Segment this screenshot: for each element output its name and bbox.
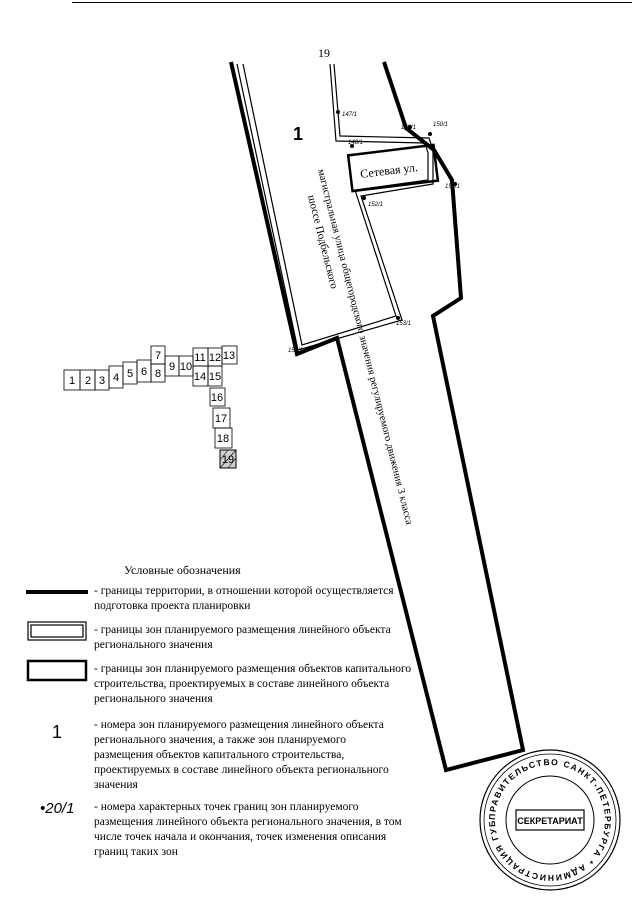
setevaya-street-box	[346, 143, 440, 193]
point-label-153-1: 153/1	[396, 321, 411, 327]
point-label-150-1: 150/1	[433, 122, 448, 128]
sheet-label-19: 19	[222, 454, 234, 466]
point-148-1	[350, 144, 354, 148]
sheet-label-5: 5	[127, 368, 133, 380]
sheet-label-14: 14	[194, 371, 206, 383]
sheet-label-8: 8	[155, 368, 161, 380]
sheet-label-15: 15	[209, 371, 221, 383]
legend-symbol-point: •20/1	[40, 800, 75, 817]
point-150-1	[428, 132, 432, 136]
sheet-label-16: 16	[211, 392, 223, 404]
sheet-number: 19	[318, 46, 330, 60]
point-label-148-1: 148/1	[348, 140, 363, 146]
legend-item-1-text: - границы территории, в отношении которо…	[94, 585, 394, 612]
highlighted-sheet	[219, 449, 237, 469]
sheet-label-1: 1	[69, 375, 75, 387]
sheet-label-6: 6	[141, 366, 147, 378]
point-153-1	[396, 316, 400, 320]
point-149-1	[408, 125, 412, 129]
sheet-label-17: 17	[215, 413, 227, 425]
legend-item-3-text: - границы зон планируемого размещения об…	[94, 663, 412, 705]
point-152-1	[362, 196, 366, 200]
legend-title: Условные обозначения	[124, 563, 241, 577]
street-label: Сетевая ул.	[359, 160, 418, 181]
sheet-label-7: 7	[155, 350, 161, 362]
sheet-label-18: 18	[217, 433, 229, 445]
point-label-151-1: 151/1	[445, 184, 460, 190]
sheet-label-10: 10	[180, 361, 192, 373]
legend-symbols	[26, 590, 88, 682]
linear-object-zone	[236, 63, 434, 351]
sheet-label-3: 3	[99, 375, 105, 387]
legend-symbol-thick-rect	[26, 659, 88, 682]
sheet-label-4: 4	[113, 372, 119, 384]
legend-item-2-text: - границы зон планируемого размещения ли…	[94, 624, 391, 651]
stamp-center-text: СЕКРЕТАРИАТ	[517, 816, 583, 826]
point-label-147-1: 147/1	[342, 112, 357, 118]
characteristic-points	[294, 110, 457, 352]
point-151-1	[453, 182, 457, 186]
sheet-label-9: 9	[169, 361, 175, 373]
legend-item-5-text: - номера характерных точек границ зон пл…	[94, 801, 402, 858]
point-label-149-1: 149/1	[401, 125, 416, 131]
point-154-1	[294, 348, 298, 352]
legend-symbol-double-rect	[27, 621, 87, 641]
sheet-label-2: 2	[85, 375, 91, 387]
legend-symbol-number: 1	[52, 722, 63, 742]
zone-number: 1	[293, 124, 303, 144]
point-label-154-1: 154/1	[288, 348, 303, 354]
point-147-1	[336, 110, 340, 114]
legend-item-4-text: - номера зон планируемого размещения лин…	[94, 719, 389, 791]
point-label-152-1: 152/1	[368, 202, 383, 208]
secretariat-stamp: ПРАВИТЕЛЬСТВО САНКТ-ПЕТЕРБУРГА * АДМИНИС…	[479, 749, 621, 891]
sheet-label-13: 13	[223, 350, 235, 362]
sheet-label-12: 12	[209, 352, 221, 364]
sheet-label-11: 11	[194, 352, 205, 364]
top-rule	[72, 2, 632, 3]
sheet-index-map	[63, 345, 238, 469]
